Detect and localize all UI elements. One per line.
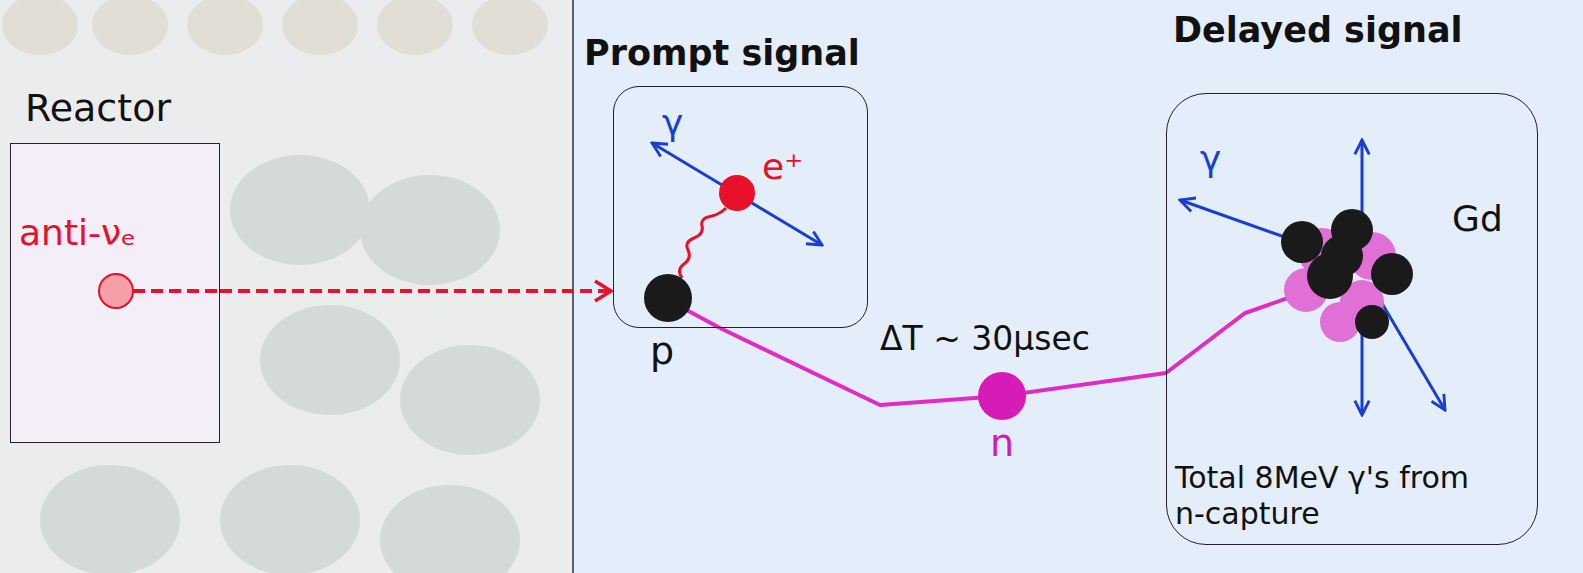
delay-label: ΔT ~ 30μsec: [880, 320, 1090, 358]
proton-label: p: [650, 330, 674, 374]
positron-dot: [719, 175, 755, 211]
reactor-heading: Reactor: [25, 87, 171, 131]
neutron-end: [1166, 292, 1305, 373]
neutron-label: n: [990, 422, 1014, 466]
reactor-box: Reactoranti-νₑ: [10, 143, 220, 443]
gd-nucleus: [1281, 209, 1413, 342]
neutrino-arrow: [220, 281, 611, 301]
prompt-heading: Prompt signal: [584, 33, 860, 73]
annihilation-gammas: [652, 143, 822, 245]
reactor-fill: [10, 143, 220, 443]
proton-dot: [644, 274, 692, 322]
antineutrino-label: anti-νₑ: [19, 212, 136, 253]
neutrino-path: [133, 289, 220, 293]
faded-photo: [2, 0, 548, 573]
capture-gammas: [1180, 140, 1445, 415]
gamma-label: γ: [1200, 138, 1221, 179]
delayed-heading: Delayed signal: [1173, 10, 1463, 50]
detector-panel: [573, 0, 1583, 573]
prompt-signal-box: Prompt signal: [613, 86, 868, 328]
capture-note: Total 8MeV γ's from n-capture: [1175, 460, 1475, 532]
positron-label: e⁺: [762, 146, 803, 187]
positron-track: [679, 208, 726, 278]
antineutrino-dot: [99, 274, 133, 308]
delayed-signal-box: Delayed signalTotal 8MeV γ's from n-capt…: [1166, 93, 1538, 545]
gd-label: Gd: [1452, 198, 1503, 239]
gamma-label: γ: [662, 102, 683, 143]
neutron-dot: [978, 372, 1026, 420]
